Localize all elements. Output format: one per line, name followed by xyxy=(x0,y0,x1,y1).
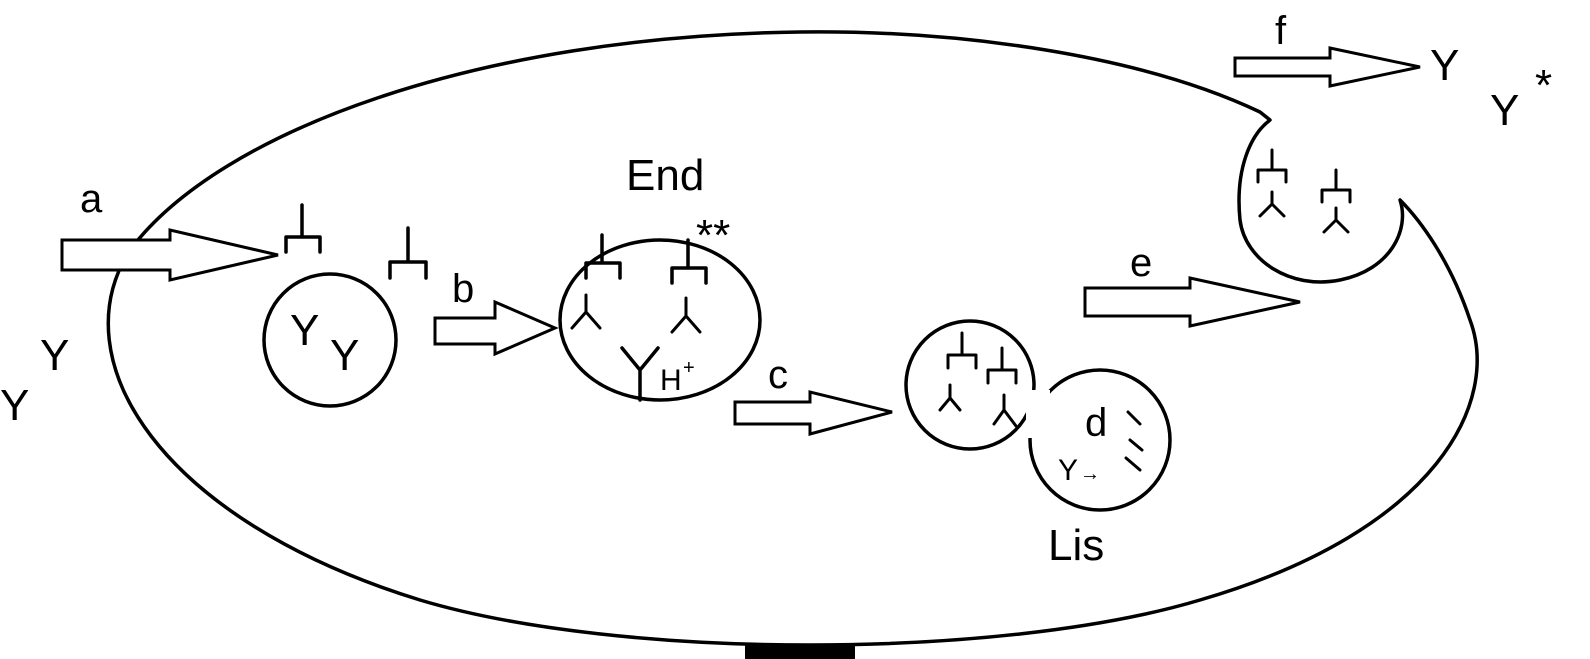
arrow-a xyxy=(60,228,279,282)
label-a: a xyxy=(80,177,103,221)
arrow-e xyxy=(1083,276,1301,328)
arrow-f xyxy=(1233,46,1421,88)
receptor-icon xyxy=(946,331,978,370)
label-c: c xyxy=(768,353,788,397)
receptor-free-icon xyxy=(1258,190,1286,218)
ligand-y-vesicle-2: Y xyxy=(330,331,359,380)
ligand-y-lysosome: Y xyxy=(1058,454,1078,487)
label-lis: Lis xyxy=(1048,521,1104,570)
receptor-free-icon xyxy=(1322,206,1350,234)
cell-membrane xyxy=(106,30,1479,647)
ligand-y-released-2: Y xyxy=(1490,86,1519,135)
ligand-y-outside-2: Y xyxy=(0,381,29,430)
ligand-y-released-1: Y xyxy=(1430,41,1459,90)
label-d: d xyxy=(1085,401,1107,445)
receptor-icon xyxy=(986,346,1018,385)
proton-charge-label: + xyxy=(683,357,695,379)
degradation-arrow: → xyxy=(1080,463,1100,485)
ligand-stem-icon xyxy=(620,346,660,402)
degraded-fragments-icon xyxy=(1124,410,1144,472)
receptor-ligand-complex-icon xyxy=(992,393,1018,428)
ligand-y-outside-1: Y xyxy=(40,331,69,380)
label-end: End xyxy=(626,151,704,200)
arrow-b xyxy=(433,299,559,357)
receptor-icon xyxy=(1256,148,1288,184)
endosome xyxy=(558,238,762,402)
label-double-star: ** xyxy=(696,211,730,260)
receptor-icon xyxy=(1320,168,1352,204)
label-e: e xyxy=(1130,241,1152,285)
label-star: * xyxy=(1535,61,1552,110)
vesicle xyxy=(262,272,398,408)
late-endosome xyxy=(904,319,1036,451)
arrow-c xyxy=(733,390,893,436)
ligand-y-vesicle-1: Y xyxy=(290,306,319,355)
dissociated-ligand-icon xyxy=(670,296,702,334)
label-f: f xyxy=(1275,9,1287,53)
receptor-icon xyxy=(388,226,428,280)
dissociated-ligand-icon xyxy=(570,293,602,330)
receptor-icon xyxy=(284,203,322,254)
membrane-base-mark xyxy=(745,645,855,659)
receptor-icon xyxy=(584,233,622,280)
label-b: b xyxy=(452,267,474,311)
proton-label: H xyxy=(660,364,682,397)
lysosome xyxy=(1028,368,1172,512)
receptor-ligand-complex-icon xyxy=(938,383,962,412)
receptor-icon xyxy=(670,238,708,285)
